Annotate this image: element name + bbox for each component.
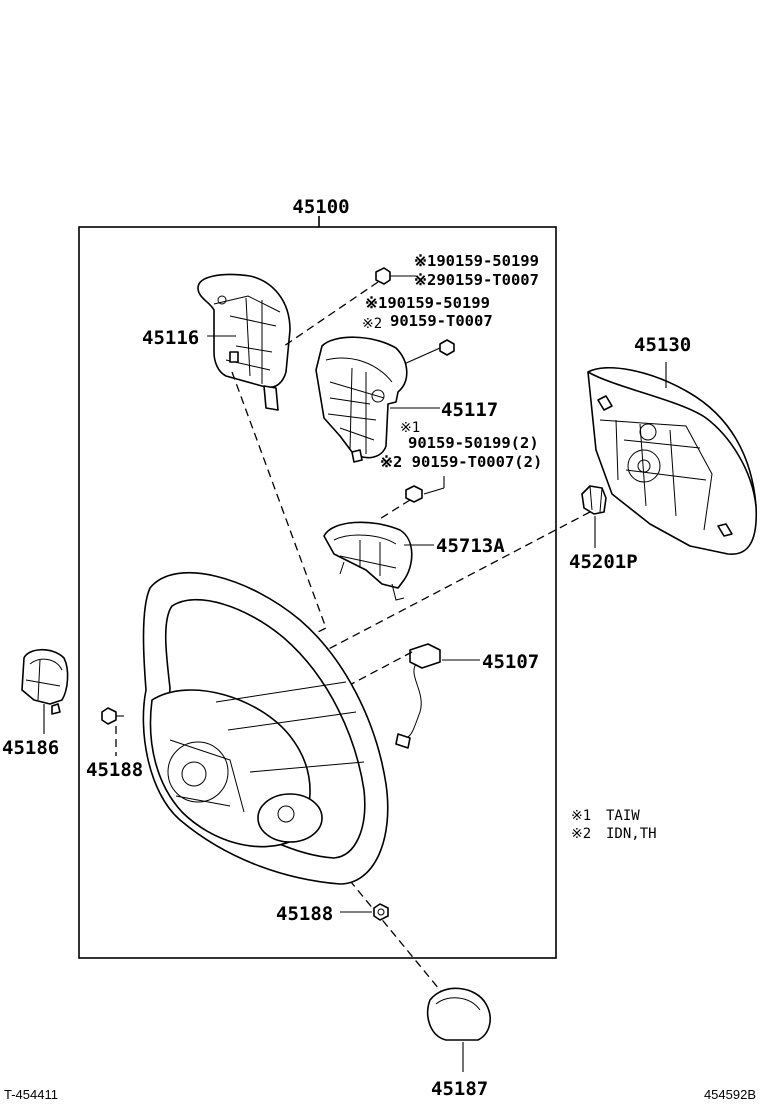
assembly-number-label[interactable]: 45100 — [292, 196, 349, 218]
part-45201P-label[interactable]: 45201P — [569, 551, 638, 573]
legend-note-2-text: IDN,TH — [606, 826, 657, 842]
screw-45188-left-drawing[interactable] — [101, 707, 124, 725]
part-45188-left-label[interactable]: 45188 — [86, 759, 143, 781]
legend-note-1-text: TAIW — [606, 808, 640, 824]
part-45187-label[interactable]: 45187 — [431, 1078, 488, 1100]
cover-45186-drawing[interactable] — [21, 648, 69, 715]
part-45107-label[interactable]: 45107 — [482, 651, 539, 673]
cover-45116-drawing[interactable] — [197, 273, 291, 411]
screw-ref-mid-1[interactable]: ※190159-50199 — [365, 294, 490, 312]
airbag-45130-drawing[interactable] — [587, 366, 758, 555]
footer-right-code: 454592B — [704, 1087, 756, 1102]
legend: ※1 TAIW ※2 IDN,TH — [571, 808, 657, 842]
steering-wheel-drawing[interactable] — [142, 572, 389, 885]
cover-45187-drawing[interactable] — [426, 987, 491, 1041]
nut-45201P-drawing[interactable] — [581, 485, 607, 515]
part-45186-label[interactable]: 45186 — [2, 737, 59, 759]
screw-low-icon — [405, 476, 445, 503]
part-45116-label[interactable]: 45116 — [142, 327, 199, 349]
part-45713A-label[interactable]: 45713A — [436, 535, 505, 557]
spiral-cable-45713A-drawing[interactable] — [323, 521, 413, 601]
screw-mid-icon — [403, 339, 455, 365]
assembly-frame — [78, 216, 557, 959]
screw-ref-low-1[interactable]: 90159-50199(2) — [408, 434, 539, 452]
screw-ref-low-1-mark: ※1 — [400, 420, 420, 436]
footer-left-code: T-454411 — [4, 1087, 58, 1102]
part-45188-bottom-label[interactable]: 45188 — [276, 903, 333, 925]
screw-ref-top-1[interactable]: ※190159-50199 — [414, 252, 539, 270]
screw-ref-mid-2[interactable]: 90159-T0007 — [390, 312, 493, 330]
legend-note-2-mark: ※2 — [571, 826, 591, 842]
screw-ref-top-2[interactable]: ※290159-T0007 — [414, 271, 539, 289]
legend-note-1-mark: ※1 — [571, 808, 591, 824]
screw-top-icon — [375, 267, 416, 285]
screw-ref-mid-2-mark: ※2 — [362, 316, 382, 332]
screw-ref-low-2[interactable]: ※2 90159-T0007(2) — [380, 453, 542, 471]
screw-45188-bottom-drawing[interactable] — [373, 903, 389, 921]
wire-harness-45107-drawing[interactable] — [395, 643, 441, 749]
part-45130-label[interactable]: 45130 — [634, 334, 691, 356]
switch-45117-drawing[interactable] — [315, 336, 408, 463]
part-45117-label[interactable]: 45117 — [441, 399, 498, 421]
